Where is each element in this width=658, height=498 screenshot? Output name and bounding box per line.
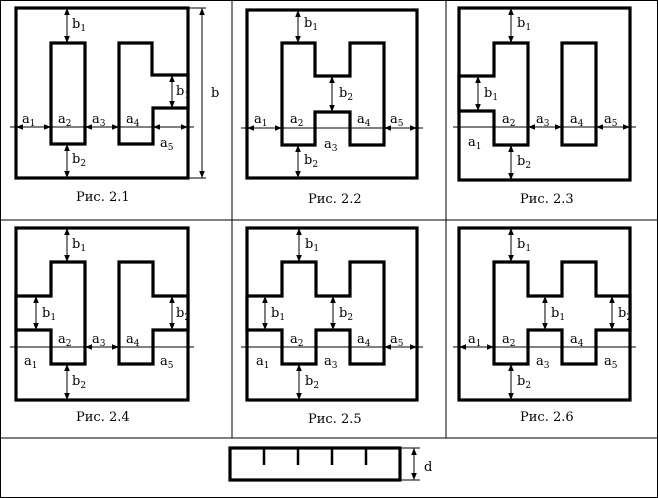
dimension-label: a1	[256, 354, 270, 371]
window-slot	[280, 41, 386, 147]
figure-2-1: b1 b1 b b2 a1 a2 a3 a4 a5 Рис. 2.1	[10, 6, 219, 205]
dimension-label: a5	[390, 332, 404, 349]
dimension-label: b1	[304, 16, 318, 33]
dimension-label: b	[211, 86, 219, 101]
dimension-label: b1	[517, 16, 531, 33]
dimension-label: b2	[304, 153, 318, 170]
dimension-label: a3	[536, 354, 550, 371]
dimension-label: b2	[517, 374, 531, 391]
dimension-label: a5	[160, 354, 174, 371]
figure-caption: Рис. 2.2	[308, 192, 362, 207]
dimension-label: a4	[570, 112, 584, 129]
dimension-label: a1	[24, 354, 38, 371]
dimension-label: a4	[357, 332, 371, 349]
figure-2-5: b1 b1 b2 b2 a1 a2 a3 a4 a5 Рис. 2.5	[241, 226, 423, 427]
dimension-label: a3	[92, 332, 106, 349]
dimension-label: a1	[468, 135, 482, 152]
dimension-label: a4	[570, 332, 584, 349]
dimension-label: a4	[357, 112, 371, 129]
dimension-label: b1	[72, 17, 86, 34]
dimension-label: a1	[254, 112, 268, 129]
dimension-label: a2	[58, 332, 72, 349]
dimension-label: b2	[517, 154, 531, 171]
dimension-label: a2	[290, 112, 304, 129]
dimension-label: a3	[324, 137, 338, 154]
figure-2-3: b1 b1 b2 a1 a2 a3 a4 a5 Рис. 2.3	[453, 6, 636, 207]
dimension-label: b2	[305, 374, 319, 391]
dimension-label: a2	[290, 332, 304, 349]
dimension-label: a1	[468, 332, 482, 349]
dimension-label: a5	[604, 112, 618, 129]
dimension-label: a4	[126, 332, 140, 349]
plate-outline	[228, 446, 402, 482]
window-slot	[245, 260, 386, 366]
dimension-label: a2	[58, 112, 72, 129]
dimension-label: b1	[271, 306, 285, 323]
dimension-label: b2	[72, 152, 86, 169]
thickness-label: d	[424, 460, 432, 475]
dimension-label: a5	[390, 112, 404, 129]
dimension-label: b1	[517, 237, 531, 254]
dimension-label: b1	[484, 86, 498, 103]
core-outline	[245, 8, 419, 180]
figure-2-6: b1 b1 b2 b2 a1 a2 a3 a4 a5 Рис. 2.6	[453, 226, 636, 425]
figure-caption: Рис. 2.6	[520, 410, 574, 425]
window-slot	[560, 41, 598, 147]
dimension-label: b1	[551, 306, 565, 323]
dimension-label: b2	[339, 86, 353, 103]
dimension-label: b2	[176, 306, 190, 323]
figure-caption: Рис. 2.3	[520, 192, 574, 207]
dimension-label: a2	[502, 332, 516, 349]
plate-thickness-figure: d	[228, 446, 432, 482]
dimension-label: b2	[72, 374, 86, 391]
dimension-label: b1	[176, 84, 190, 101]
dimension-label: b2	[618, 306, 632, 323]
figure-2-4: b1 b1 b2 b2 a1 a2 a3 a4 a5 Рис. 2.4	[10, 226, 194, 425]
window-slot	[117, 41, 190, 146]
window-slot	[117, 260, 190, 366]
dimension-label: a2	[502, 112, 516, 129]
dimension-label: b1	[305, 237, 319, 254]
dimension-label: a3	[536, 112, 550, 129]
window-slot	[457, 41, 530, 147]
figure-caption: Рис. 2.4	[76, 410, 130, 425]
figure-2-2: b1 b2 b2 a1 a2 a3 a4 a5 Рис. 2.2	[241, 8, 423, 207]
dimension-label: b1	[42, 306, 56, 323]
window-slot	[492, 260, 632, 366]
dimension-label: b1	[72, 237, 86, 254]
figure-caption: Рис. 2.1	[76, 190, 130, 205]
figure-caption: Рис. 2.5	[308, 412, 362, 427]
dimension-label: a4	[126, 112, 140, 129]
dimension-label: a3	[324, 354, 338, 371]
dimension-label: b2	[339, 306, 353, 323]
dimension-label: a3	[92, 112, 106, 129]
window-slot	[14, 260, 87, 366]
dimension-label: a5	[160, 136, 174, 153]
dimension-label: a1	[22, 112, 36, 129]
dimension-label: a5	[604, 354, 618, 371]
